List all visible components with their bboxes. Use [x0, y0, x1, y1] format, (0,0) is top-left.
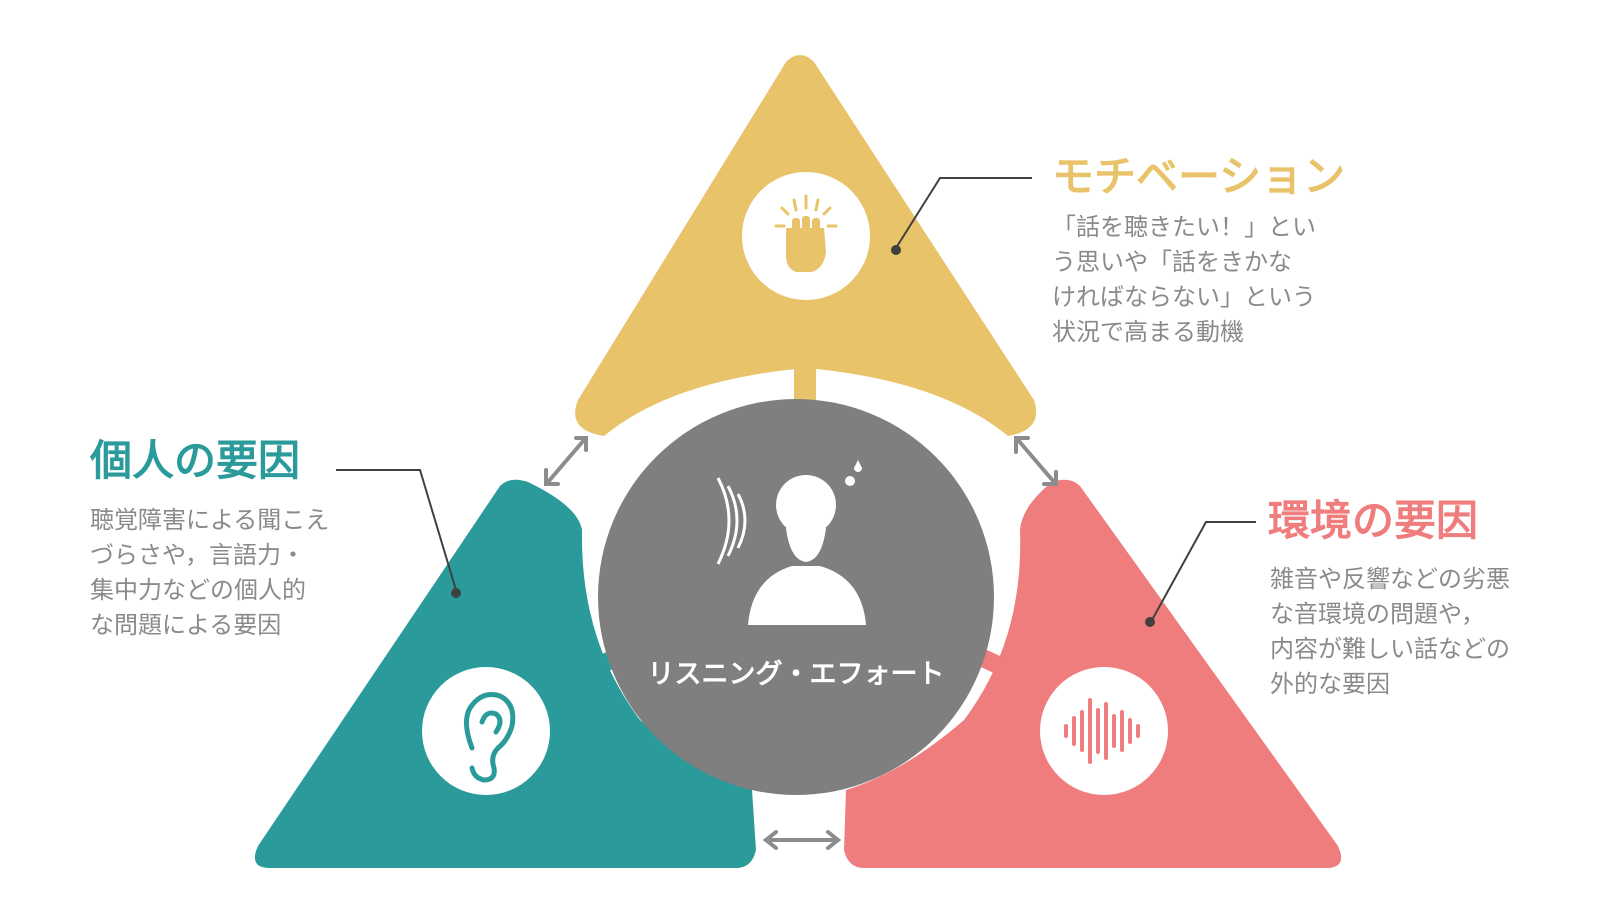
environment-description-line: 外的な要因 [1270, 670, 1390, 698]
motivation-leader-line [895, 177, 1032, 249]
environment-description-line: な音環境の問題や， [1270, 600, 1486, 628]
motivation-description: 「話を聴きたい！」とい う思いや「話をきかな ければならない」という 状況で高ま… [1052, 210, 1316, 350]
motivation-title: モチベーション [1052, 152, 1346, 201]
environment-leader-line [1151, 521, 1256, 621]
motivation-description-line: 状況で高まる動機 [1052, 318, 1244, 346]
ear-icon [464, 692, 516, 783]
environment-title: 環境の要因 [1268, 496, 1479, 545]
arrow-bottom [762, 830, 842, 850]
motivation-connector [794, 362, 816, 402]
individual-description-line: 集中力などの個人的 [90, 576, 306, 604]
arrow-top-right [1014, 436, 1058, 486]
motivation-leader-dot [891, 245, 901, 255]
individual-leader-line [336, 469, 457, 591]
environment-description-line: 雑音や反響などの劣悪 [1270, 565, 1510, 593]
environment-description-line: 内容が難しい話などの [1270, 635, 1510, 663]
individual-description-line: づらさや，言語力・ [90, 541, 306, 569]
individual-icon-circle [422, 667, 550, 795]
person-listening-icon [716, 460, 866, 625]
individual-title: 個人の要因 [90, 436, 301, 485]
individual-description-line: な問題による要因 [90, 611, 282, 639]
environment-leader-dot [1145, 617, 1155, 627]
motivation-description-line: う思いや「話をきかな [1052, 248, 1292, 276]
individual-description: 聴覚障害による聞こえ づらさや，言語力・ 集中力などの個人的 な問題による要因 [90, 503, 329, 643]
leader-lines [336, 177, 1256, 621]
center-label: リスニング・エフォート [647, 659, 945, 690]
raised-fist-icon [774, 194, 838, 272]
environment-description: 雑音や反響などの劣悪 な音環境の問題や， 内容が難しい話などの 外的な要因 [1270, 562, 1510, 702]
arrows [544, 436, 1058, 850]
individual-leader-dot [451, 588, 461, 598]
motivation-description-line: ければならない」という [1052, 283, 1316, 311]
motivation-description-line: 「話を聴きたい！」とい [1052, 213, 1316, 241]
sound-wave-icon [1064, 698, 1140, 764]
arrow-top-left [544, 436, 588, 486]
individual-description-line: 聴覚障害による聞こえ [90, 506, 330, 534]
